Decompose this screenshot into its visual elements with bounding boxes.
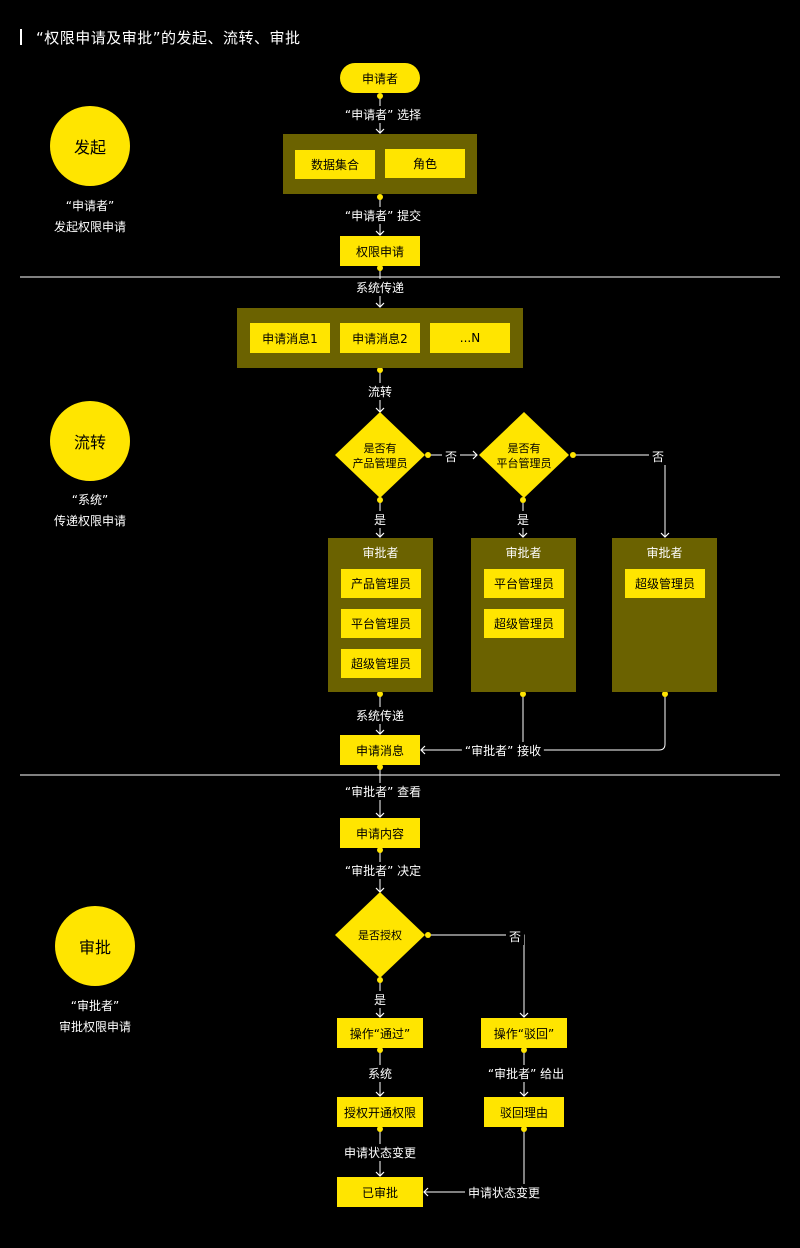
grant-permission-node: 授权开通权限: [337, 1097, 423, 1127]
diamond-product-admin: [335, 412, 425, 498]
message-1-node: 申请消息1: [250, 323, 330, 353]
approver-super-admin: 超级管理员: [625, 569, 705, 598]
approver-product-admin: 产品管理员: [341, 569, 421, 598]
pass-action-node: 操作“通过”: [337, 1018, 423, 1048]
no-label-2: 否: [648, 448, 668, 465]
diamond-authorize-text: 是否授权: [358, 929, 402, 942]
phase-initiate-circle: 发起: [50, 106, 130, 186]
status-change-label-2: 申请状态变更: [465, 1184, 544, 1201]
yes-label-3: 是: [370, 991, 390, 1008]
no-label-1: 否: [441, 448, 461, 465]
yes-label-1: 是: [370, 511, 390, 528]
approver-panel-title: 审批者: [505, 546, 542, 560]
title-marker: [20, 29, 22, 45]
view-label: “审批者” 查看: [341, 783, 425, 800]
phase-initiate-label: “申请者”发起权限申请: [53, 199, 126, 234]
flow-label: 流转: [364, 383, 396, 400]
reject-action-node: 操作“驳回”: [481, 1018, 567, 1048]
yes-label-2: 是: [513, 511, 533, 528]
approver-super-admin: 超级管理员: [341, 649, 421, 678]
decide-label: “审批者” 决定: [341, 862, 425, 879]
submit-label: “申请者” 提交: [341, 207, 425, 224]
reject-reason-node: 驳回理由: [484, 1097, 564, 1127]
give-label: “审批者” 给出: [484, 1065, 568, 1082]
approver-platform-admin: 平台管理员: [484, 569, 564, 598]
diamond-product-admin-text: 是否有产品管理员: [352, 442, 408, 470]
system-label: 系统: [364, 1065, 396, 1082]
phase-approve-label: “审批者”审批权限申请: [58, 999, 131, 1034]
diamond-platform-admin-text: 是否有平台管理员: [496, 442, 552, 470]
status-change-label-1: 申请状态变更: [340, 1144, 420, 1161]
approver-platform-admin: 平台管理员: [341, 609, 421, 638]
message-2-node: 申请消息2: [340, 323, 420, 353]
request-content-node: 申请内容: [340, 818, 420, 848]
system-pass-label-2: 系统传递: [352, 707, 408, 724]
system-pass-label: 系统传递: [352, 279, 408, 296]
no-label-3: 否: [505, 928, 525, 945]
message-n-node: ...N: [430, 323, 510, 353]
request-message-node: 申请消息: [340, 735, 420, 765]
phase-approve-circle: 审批: [55, 906, 135, 986]
approver-panel-title: 审批者: [646, 546, 683, 560]
phase-transfer-circle: 流转: [50, 401, 130, 481]
approver-panel-title: 审批者: [362, 546, 399, 560]
choose-label: “申请者” 选择: [341, 106, 425, 123]
approver-panel-3: 审批者: [612, 538, 717, 692]
phase-transfer-label: “系统”传递权限申请: [53, 493, 126, 528]
approver-super-admin: 超级管理员: [484, 609, 564, 638]
approved-node: 已审批: [337, 1177, 423, 1207]
permission-request-node: 权限申请: [340, 236, 420, 266]
role-node: 角色: [385, 149, 465, 178]
applicant-node: 申请者: [340, 63, 420, 93]
diamond-authorize: [335, 892, 425, 978]
diamond-platform-admin: [479, 412, 569, 498]
page-title: “权限申请及审批”的发起、流转、审批: [36, 29, 301, 47]
approver-receive-label: “审批者” 接收: [461, 742, 545, 759]
dataset-node: 数据集合: [295, 150, 375, 179]
